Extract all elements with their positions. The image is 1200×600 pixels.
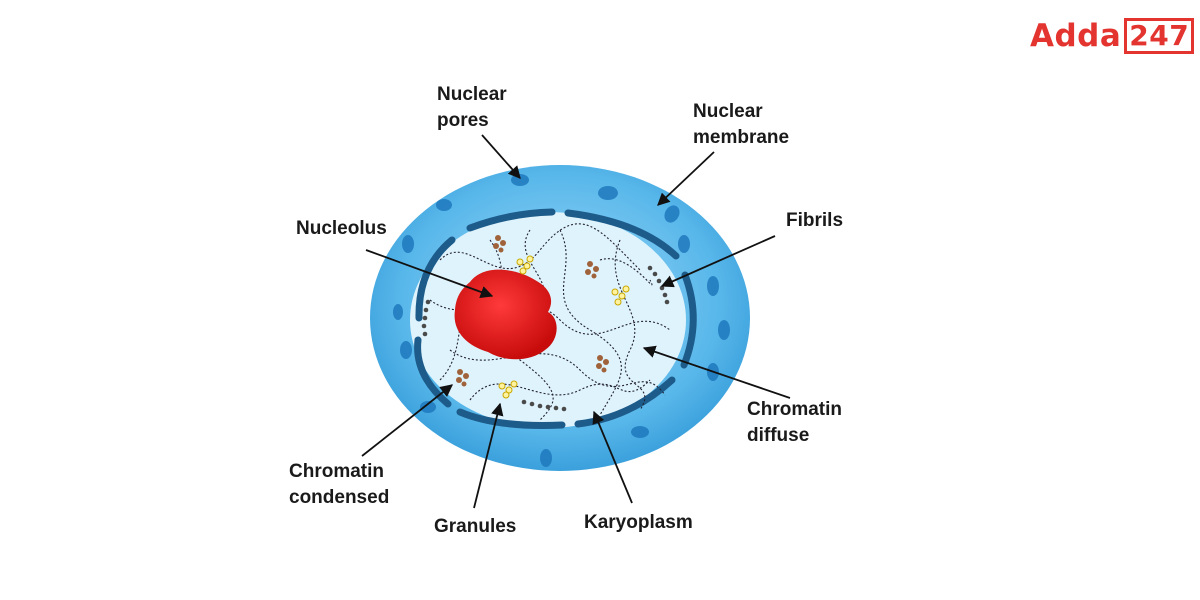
pointer-arrows [361, 134, 791, 509]
nuclear-pores [393, 174, 730, 467]
logo-number: 247 [1124, 18, 1195, 54]
arrow-chromatin-condensed [361, 384, 453, 457]
arrow-nucleolus [365, 249, 494, 299]
inner-membrane-ring [414, 208, 697, 429]
label-nucleolus: Nucleolus [296, 218, 387, 239]
chromatin-condensed-clusters [456, 235, 609, 387]
arrow-fibrils [660, 235, 776, 288]
arrow-granules [473, 402, 504, 509]
arrow-nuclear-membrane [657, 151, 715, 206]
granules [498, 255, 630, 399]
label-fibrils: Fibrils [786, 210, 844, 231]
label-chromatin-condensed: Chromatin condensed [289, 461, 390, 508]
adda247-logo: Adda 247 [1030, 18, 1195, 54]
fibrils [421, 265, 670, 412]
arrow-nuclear-pores [481, 134, 521, 179]
label-karyoplasm: Karyoplasm [584, 512, 693, 533]
logo-word: Adda [1030, 18, 1122, 54]
label-nuclear-membrane: Nuclear membrane [693, 101, 790, 148]
arrow-chromatin-diffuse [642, 345, 791, 399]
arrow-karyoplasm [592, 410, 633, 504]
label-nuclear-pores: Nuclear pores [437, 84, 507, 131]
label-granules: Granules [434, 516, 517, 537]
label-chromatin-diffuse: Chromatin diffuse [747, 399, 842, 446]
